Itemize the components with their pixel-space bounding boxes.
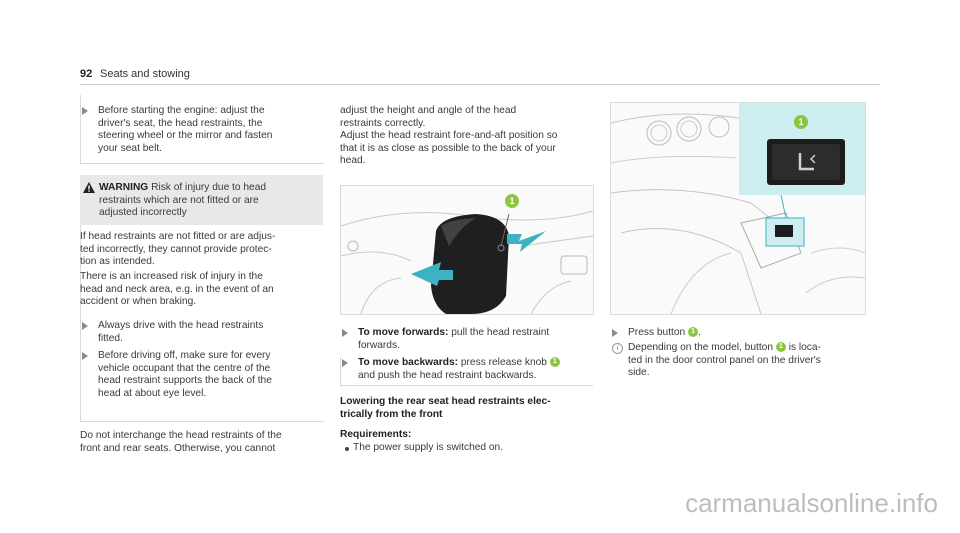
step-move-backwards: To move backwards: press release knob 1 … (342, 357, 608, 382)
text-line: ted incorrectly, they cannot provide pro… (80, 243, 272, 255)
step-arrow-icon (342, 329, 348, 337)
info-line: is loca- (788, 342, 821, 353)
text-line: If head restraints are not fitted or are… (80, 231, 276, 242)
section-title: Seats and stowing (100, 68, 190, 80)
step-line: Press button (628, 327, 686, 338)
text-line: that it is as close as possible to the b… (340, 142, 556, 154)
text-line: head. (340, 155, 366, 167)
step-before-driving: Before driving off, make sure for every … (82, 350, 328, 400)
step-line: your seat belt. (98, 142, 162, 154)
page-number: 92 (80, 68, 93, 80)
info-line: ted in the door control panel on the dri… (628, 354, 821, 366)
text-line: Do not interchange the head restraints o… (80, 430, 282, 441)
step-line: head at about eye level. (98, 387, 207, 399)
interchange-paragraph: Do not interchange the head restraints o… (80, 430, 325, 455)
warning-paragraph-1: If head restraints are not fitted or are… (80, 231, 320, 269)
warning-line: restraints which are not fitted or are (99, 194, 259, 206)
step-arrow-icon (342, 359, 348, 367)
warning-line: adjusted incorrectly (99, 207, 187, 219)
watermark: carmanualsonline.info (685, 488, 938, 518)
info-badge: 1 (775, 342, 786, 353)
step-move-forwards: To move forwards: pull the head restrain… (342, 327, 608, 352)
step-line: pull the head restraint (451, 327, 550, 338)
heading-line: trically from the front (340, 408, 443, 420)
warning-paragraph-2: There is an increased risk of injury in … (80, 271, 320, 309)
move-backwards-label: To move backwards: (358, 357, 459, 368)
text-line: restraints correctly. (340, 117, 426, 129)
warning-text: WARNING Risk of injury due to head restr… (99, 182, 319, 220)
info-note: i Depending on the model, button 1 is lo… (612, 342, 883, 380)
step-arrow-icon (82, 352, 88, 360)
text-line: adjust the height and angle of the head (340, 105, 517, 116)
step-line: vehicle occupant that the centre of the (98, 362, 271, 374)
lowering-heading: Lowering the rear seat head restraints e… (340, 396, 600, 421)
warning-line: Risk of injury due to head (151, 182, 267, 193)
info-line: side. (628, 367, 650, 379)
step-line: steering wheel or the mirror and fasten (98, 130, 273, 142)
step-line: head restraint supports the back of the (98, 375, 272, 387)
step-arrow-icon (612, 329, 618, 337)
step-always-fitted: Always drive with the head restraints fi… (82, 320, 328, 345)
step-before-start: Before starting the engine: adjust the d… (82, 105, 328, 155)
text-line: front and rear seats. Otherwise, you can… (80, 442, 276, 454)
requirement-item: The power supply is switched on. (340, 442, 603, 455)
adjust-paragraph: adjust the height and angle of the head … (340, 105, 600, 168)
step-line: Always drive with the head restraints (98, 320, 264, 331)
step-line: forwards. (358, 339, 400, 351)
bullet-icon (345, 447, 349, 451)
text-line: accident or when braking. (80, 296, 197, 308)
warning-triangle-icon (83, 182, 95, 193)
info-icon: i (612, 343, 623, 354)
step-line: fitted. (98, 332, 123, 344)
step-line: driver's seat, the head restraints, the (98, 117, 263, 129)
text-line: Adjust the head restraint fore-and-aft p… (340, 130, 558, 142)
warning-box (80, 225, 324, 422)
step-line: Before starting the engine: adjust the (98, 105, 265, 116)
step-box (80, 95, 324, 164)
header-divider (80, 84, 880, 85)
head-restraint-figure: 1 (340, 185, 594, 315)
step-line: press release knob (460, 357, 547, 368)
callout-1-badge: 1 (505, 194, 519, 208)
text-line: There is an increased risk of injury in … (80, 271, 263, 282)
warning-label: WARNING (99, 182, 149, 193)
heading-line: Lowering the rear seat head restraints e… (340, 396, 551, 407)
step-arrow-icon (82, 322, 88, 330)
step-line: and push the head restraint backwards. (358, 369, 537, 381)
button-badge: 1 (688, 327, 699, 338)
requirement-text: The power supply is switched on. (353, 442, 504, 453)
text-line: tion as intended. (80, 256, 155, 268)
center-console-illustration (611, 103, 865, 314)
period: . (698, 327, 701, 338)
step-press-button: Press button 1. (612, 327, 878, 340)
head-restraint-illustration (341, 186, 593, 314)
info-line: Depending on the model, button (628, 342, 773, 353)
text-line: head and neck area, e.g. in the event of… (80, 283, 274, 295)
callout-1-badge: 1 (794, 115, 808, 129)
move-forwards-label: To move forwards: (358, 327, 449, 338)
requirements-label: Requirements: (340, 429, 412, 440)
warning-header-bg (80, 175, 323, 225)
step-line: Before driving off, make sure for every (98, 350, 271, 361)
step-arrow-icon (82, 107, 88, 115)
control-button-figure: 1 (610, 102, 866, 315)
release-knob-badge: 1 (549, 357, 560, 368)
